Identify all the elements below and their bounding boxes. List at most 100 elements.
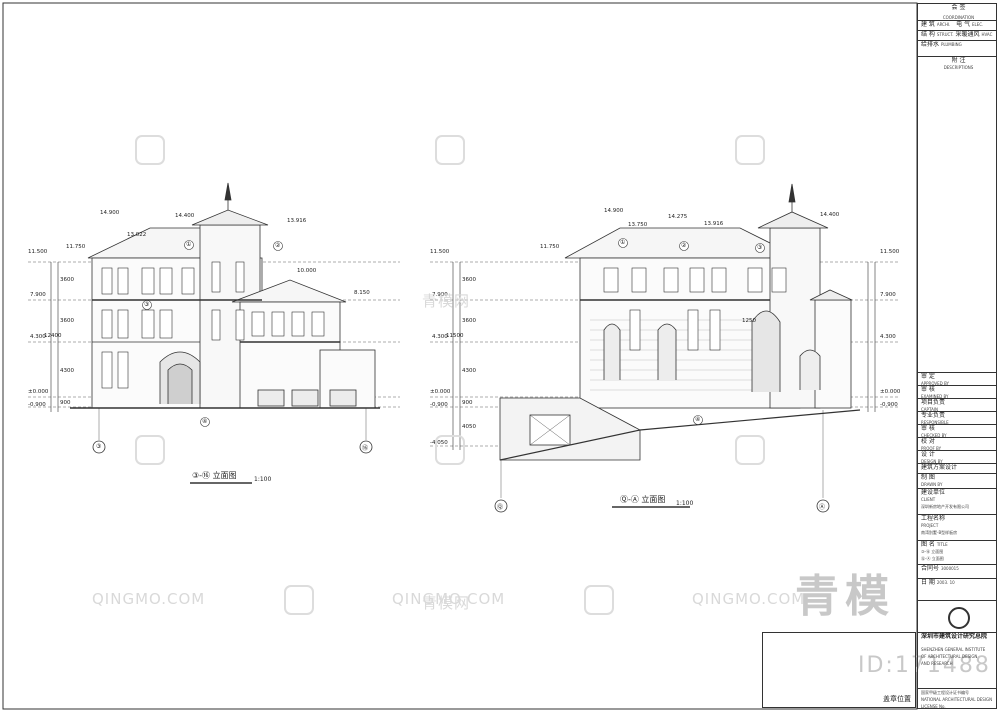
roof-mark: 13.750 xyxy=(628,222,648,228)
arch-label: 建 筑 xyxy=(921,21,935,28)
material-tag: ① xyxy=(186,241,192,248)
level-label: 4.300 xyxy=(880,334,896,340)
material-tag: ④ xyxy=(695,416,701,423)
institute-en-block: SHENZHEN GENERAL INSTITUTE OF ARCHITECTU… xyxy=(918,646,996,670)
struct-label: 结 构 xyxy=(921,31,935,38)
level-label: ±0.000 xyxy=(28,389,49,395)
height-dim: 11500 xyxy=(446,333,464,339)
material-tags xyxy=(142,238,765,427)
roof-mark: 14.900 xyxy=(100,210,120,216)
drawing-name-row: 图 名 TITLE ③-⑯ 立面图 Ⓠ-Ⓐ 立面图 xyxy=(918,540,996,564)
roof-mark: 10.000 xyxy=(297,268,317,274)
drawing-1: ③-⑯ 立面图 xyxy=(921,549,944,554)
level-label: -0.900 xyxy=(28,402,46,408)
level-label: 7.900 xyxy=(30,292,46,298)
height-dim: 3600 xyxy=(60,277,74,283)
hvac-label: 采暖通风 xyxy=(955,31,980,38)
watermark-logo xyxy=(735,135,765,165)
level-label: -0.900 xyxy=(880,402,898,408)
level-label: 11.500 xyxy=(28,249,48,255)
height-dim: 12400 xyxy=(44,333,62,339)
pm-en: CAPTAIN xyxy=(921,407,938,412)
level-label: -0.900 xyxy=(430,402,448,408)
watermark-logo xyxy=(435,135,465,165)
institute-logo-icon xyxy=(947,607,970,629)
right-elevation xyxy=(430,183,900,513)
level-label: ±0.000 xyxy=(880,389,901,395)
institute-en-3: AND RESEARCH xyxy=(921,661,953,666)
height-dim: 3600 xyxy=(60,318,74,324)
review-en: EXAMINED BY xyxy=(921,394,949,399)
countersign-label: 会 签 xyxy=(951,4,966,11)
left-elevation xyxy=(28,182,400,454)
watermark-text: 青模网 xyxy=(422,594,471,612)
watermark-text: 青模网 xyxy=(422,292,471,310)
institute-en-1: SHENZHEN GENERAL INSTITUTE xyxy=(921,647,986,652)
roof-mark: 13.916 xyxy=(287,218,307,224)
height-dim: 3600 xyxy=(462,277,476,283)
material-tag: ② xyxy=(275,242,281,249)
level-label: 4.300 xyxy=(30,334,46,340)
roof-mark: 13.022 xyxy=(127,232,147,238)
height-dim: 4300 xyxy=(60,368,74,374)
approve-en: APPROVED BY xyxy=(921,381,950,386)
level-label: 11.500 xyxy=(880,249,900,255)
axis-label: Ⓐ xyxy=(819,504,826,511)
date-label: 日 期 xyxy=(921,579,935,586)
watermark-logo xyxy=(284,585,314,615)
seal-place-label: 盖章位置 xyxy=(883,695,911,703)
scale-label: 1:100 xyxy=(676,500,694,507)
contract-label: 合同号 xyxy=(921,565,940,572)
license-label: 国家甲级工程设计证书编号 xyxy=(921,690,969,695)
elec-en: ELEC. xyxy=(972,22,984,27)
scale-label: 1:100 xyxy=(254,476,272,483)
scheme-label: 建筑方案设计 xyxy=(921,464,958,471)
drawing-2: Ⓠ-Ⓐ 立面图 xyxy=(921,556,944,561)
check-en: CHECKED BY xyxy=(921,433,947,438)
countersign-en: COORDINATION xyxy=(942,15,975,20)
scheme-row: 建筑方案设计 xyxy=(918,463,996,473)
project-label: 工程名称 xyxy=(921,515,946,522)
roof-mark: 14.400 xyxy=(175,213,195,219)
axis-label: ③ xyxy=(96,443,102,450)
client-name: 深圳新房地产开发有限公司 xyxy=(921,504,969,509)
client-label: 建设单位 xyxy=(921,489,946,496)
level-label: 7.900 xyxy=(880,292,896,298)
license-en: NATIONAL ARCHITECTURAL DESIGN LICENSE No… xyxy=(921,697,993,709)
seal-box: 盖章位置 xyxy=(762,632,916,708)
plumb-en: PLUMBING xyxy=(940,42,962,47)
drawing-name-label: 图 名 xyxy=(921,541,935,548)
spec-en: RESPONSIBLE xyxy=(921,420,949,425)
elevation-title: ③-⑯ 立面图 xyxy=(192,471,237,480)
axis-label: Ⓠ xyxy=(497,504,504,511)
roof-mark: 14.275 xyxy=(668,214,688,220)
notes-en: DESCRIPTIONS xyxy=(943,65,974,70)
approve-label: 审 定 xyxy=(921,373,935,380)
roof-mark: 14.400 xyxy=(820,212,840,218)
watermark-logo xyxy=(135,435,165,465)
roof-mark: 11.750 xyxy=(540,244,560,250)
title-block: 会 签 COORDINATION 建 筑 ARCHI. 电 气 ELEC. 结 … xyxy=(917,3,997,709)
draw-label: 制 图 xyxy=(921,474,935,481)
drawing-name-en: TITLE xyxy=(936,542,948,547)
tb-arch-row: 建 筑 ARCHI. 电 气 ELEC. xyxy=(918,20,996,30)
roof-mark: 13.916 xyxy=(704,221,724,227)
height-dim: 900 xyxy=(462,400,473,406)
contract-value: 3000015 xyxy=(940,566,959,571)
material-tag: ③ xyxy=(144,301,150,308)
watermark-logo xyxy=(435,435,465,465)
date-value: 2003. 10 xyxy=(936,580,955,585)
watermark-text: QINGMO.COM xyxy=(392,590,506,608)
height-dim: 900 xyxy=(60,400,71,406)
level-label: 11.500 xyxy=(430,249,450,255)
